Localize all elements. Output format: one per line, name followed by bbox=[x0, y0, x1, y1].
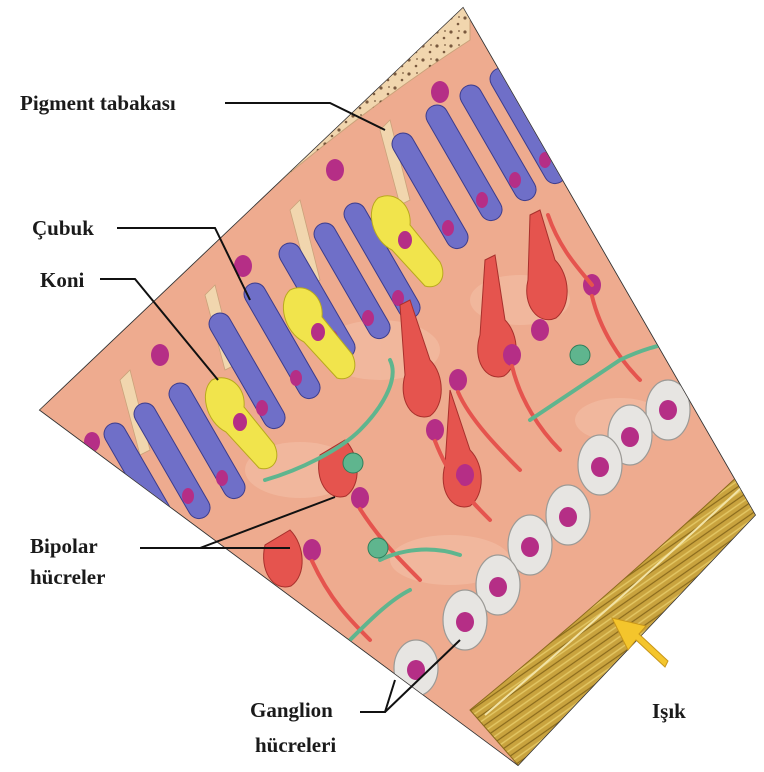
label-bipolar-line1: Bipolar bbox=[30, 534, 98, 558]
label-cone: Koni bbox=[40, 268, 85, 292]
label-ganglion-line1: Ganglion bbox=[250, 698, 333, 722]
label-bipolar-line2: hücreler bbox=[30, 565, 105, 589]
label-rod: Çubuk bbox=[32, 216, 94, 240]
label-light: Işık bbox=[652, 699, 686, 723]
label-pigment-layer: Pigment tabakası bbox=[20, 91, 176, 115]
label-ganglion-line2: hücreleri bbox=[255, 733, 336, 757]
